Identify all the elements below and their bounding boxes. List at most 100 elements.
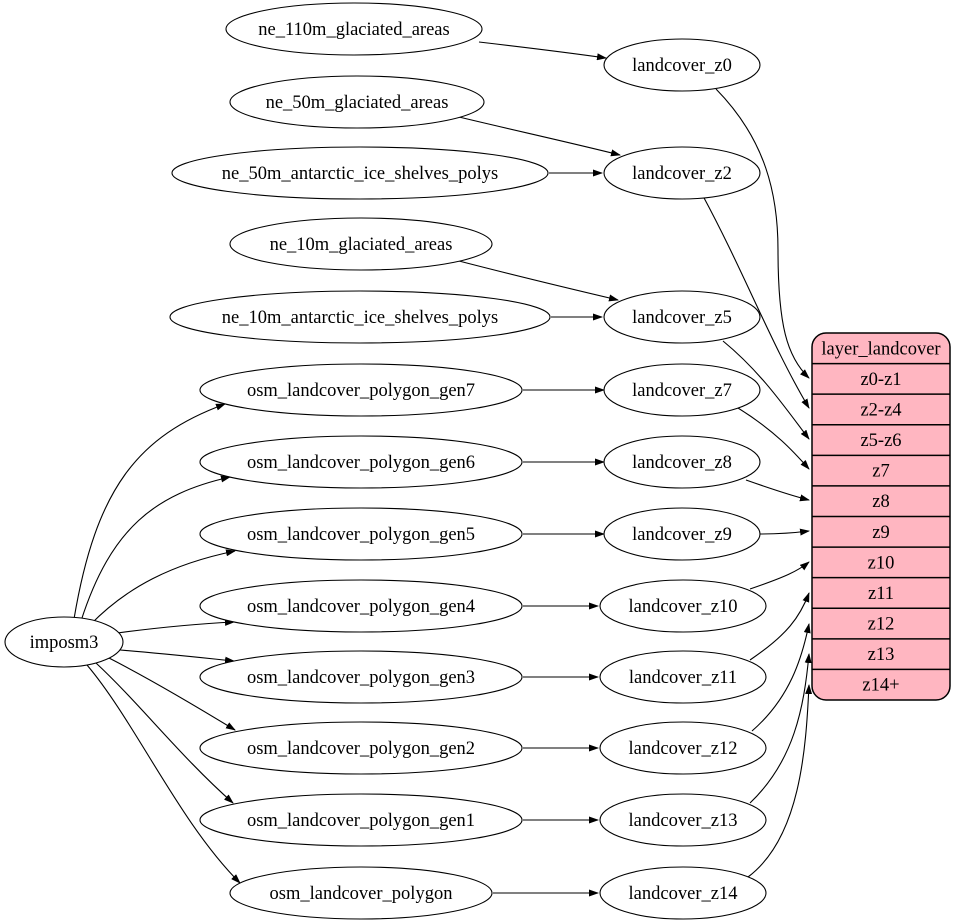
- node-label-osm_landcover_polygon_gen7: osm_landcover_polygon_gen7: [247, 381, 475, 401]
- edge-imposm3--osm_landcover_polygon_gen1: [95, 662, 234, 804]
- edges: [73, 41, 813, 897]
- node-shape-osm_landcover_polygon_gen5: [199, 507, 523, 561]
- node-shape-osm_landcover_polygon_gen3: [199, 650, 523, 704]
- edge-landcover_z12--z12: [751, 623, 811, 732]
- node-label-osm_landcover_polygon_gen4: osm_landcover_polygon_gen4: [247, 597, 475, 617]
- node-label-osm_landcover_polygon: osm_landcover_polygon: [270, 884, 453, 904]
- node-shape-ne_110m_glaciated_areas: [225, 2, 483, 56]
- edge-landcover_z0--z0-z1: [715, 88, 810, 379]
- node-landcover_z7: landcover_z7: [603, 363, 761, 417]
- node-label-ne_110m_glaciated_areas: ne_110m_glaciated_areas: [258, 20, 449, 40]
- node-shape-osm_landcover_polygon_gen1: [199, 793, 523, 847]
- node-label-osm_landcover_polygon_gen5: osm_landcover_polygon_gen5: [247, 525, 475, 545]
- edge-landcover_z8--z8: [745, 479, 810, 502]
- table-header: layer_landcover: [821, 339, 940, 359]
- node-osm_landcover_polygon_gen4: osm_landcover_polygon_gen4: [199, 579, 523, 633]
- node-ne_110m_glaciated_areas: ne_110m_glaciated_areas: [225, 2, 483, 56]
- edge-landcover_z2--z2-z4: [702, 195, 810, 409]
- table-layer_landcover: layer_landcoverz0-z1z2-z4z5-z6z7z8z9z10z…: [811, 332, 951, 701]
- table-row-z2-z4: z2-z4: [860, 400, 901, 420]
- node-shape-landcover_z7: [603, 363, 761, 417]
- edge-landcover_z5--z5-z6: [722, 340, 810, 440]
- node-osm_landcover_polygon_gen1: osm_landcover_polygon_gen1: [199, 793, 523, 847]
- table-row-z7: z7: [872, 462, 889, 482]
- node-label-landcover_z10: landcover_z10: [629, 597, 738, 617]
- node-shape-landcover_z9: [603, 507, 761, 561]
- node-label-landcover_z0: landcover_z0: [632, 56, 732, 76]
- edge-ne_10m_glaciated_areas--landcover_z5: [458, 260, 619, 302]
- edge-imposm3--osm_landcover_polygon_gen5: [89, 549, 236, 626]
- node-label-landcover_z9: landcover_z9: [632, 525, 732, 545]
- node-shape-landcover_z10: [599, 579, 767, 633]
- node-landcover_z5: landcover_z5: [603, 290, 761, 344]
- node-shape-landcover_z12: [599, 721, 767, 775]
- node-shape-ne_10m_glaciated_areas: [229, 217, 493, 271]
- table-row-z5-z6: z5-z6: [860, 431, 901, 451]
- node-label-landcover_z8: landcover_z8: [632, 453, 732, 473]
- node-osm_landcover_polygon_gen3: osm_landcover_polygon_gen3: [199, 650, 523, 704]
- edge-ne_110m_glaciated_areas--landcover_z0: [478, 41, 607, 61]
- node-shape-landcover_z5: [603, 290, 761, 344]
- nodes: imposm3 ne_110m_glaciated_areas ne_50m_gla…: [4, 2, 767, 920]
- node-shape-landcover_z2: [603, 146, 761, 200]
- edge-imposm3--osm_landcover_polygon_gen7: [73, 403, 226, 620]
- node-shape-landcover_z0: [603, 38, 761, 92]
- node-landcover_z12: landcover_z12: [599, 721, 767, 775]
- node-landcover_z11: landcover_z11: [599, 650, 767, 704]
- table-row-z12: z12: [868, 615, 895, 635]
- node-ne_10m_antarctic_ice_shelves_polys: ne_10m_antarctic_ice_shelves_polys: [169, 290, 551, 344]
- node-label-ne_50m_antarctic_ice_shelves_polys: ne_50m_antarctic_ice_shelves_polys: [222, 164, 498, 184]
- table-row-z13: z13: [868, 645, 895, 665]
- node-osm_landcover_polygon_gen2: osm_landcover_polygon_gen2: [199, 721, 523, 775]
- node-ne_50m_glaciated_areas: ne_50m_glaciated_areas: [229, 75, 485, 129]
- node-label-osm_landcover_polygon_gen2: osm_landcover_polygon_gen2: [247, 739, 475, 759]
- edge-ne_50m_glaciated_areas--landcover_z2: [458, 116, 621, 157]
- edge-imposm3--osm_landcover_polygon_gen2: [108, 657, 236, 731]
- edge-landcover_z13--z13: [749, 653, 812, 804]
- node-imposm3: imposm3: [4, 616, 124, 668]
- edge-landcover_z10--z10: [749, 561, 810, 590]
- node-ne_50m_antarctic_ice_shelves_polys: ne_50m_antarctic_ice_shelves_polys: [171, 146, 549, 200]
- edge-landcover_z7--z7: [737, 407, 810, 470]
- node-osm_landcover_polygon_gen7: osm_landcover_polygon_gen7: [199, 363, 523, 417]
- edge-landcover_z9--z9: [759, 528, 810, 536]
- table-row-z11: z11: [868, 584, 894, 604]
- node-shape-osm_landcover_polygon_gen2: [199, 721, 523, 775]
- node-landcover_z13: landcover_z13: [599, 793, 767, 847]
- node-landcover_z9: landcover_z9: [603, 507, 761, 561]
- table-row-z9: z9: [872, 523, 889, 543]
- node-label-ne_10m_antarctic_ice_shelves_polys: ne_10m_antarctic_ice_shelves_polys: [222, 308, 498, 328]
- node-shape-ne_50m_antarctic_ice_shelves_polys: [171, 146, 549, 200]
- node-shape-osm_landcover_polygon_gen6: [199, 435, 523, 489]
- edge-imposm3--osm_landcover_polygon: [86, 664, 241, 884]
- edge-landcover_z11--z11: [749, 592, 810, 661]
- node-label-osm_landcover_polygon_gen3: osm_landcover_polygon_gen3: [247, 668, 475, 688]
- node-label-ne_50m_glaciated_areas: ne_50m_glaciated_areas: [266, 93, 449, 113]
- edge-imposm3--osm_landcover_polygon_gen3: [119, 649, 235, 664]
- edge-imposm3--osm_landcover_polygon_gen4: [116, 618, 235, 634]
- node-shape-landcover_z14: [599, 866, 767, 920]
- node-shape-ne_50m_glaciated_areas: [229, 75, 485, 129]
- node-label-landcover_z5: landcover_z5: [632, 308, 732, 328]
- table-row-z10: z10: [868, 553, 895, 573]
- node-landcover_z14: landcover_z14: [599, 866, 767, 920]
- node-label-landcover_z12: landcover_z12: [629, 739, 738, 759]
- node-osm_landcover_polygon_gen6: osm_landcover_polygon_gen6: [199, 435, 523, 489]
- node-shape-landcover_z13: [599, 793, 767, 847]
- node-label-landcover_z7: landcover_z7: [632, 381, 732, 401]
- node-osm_landcover_polygon: osm_landcover_polygon: [229, 866, 493, 920]
- node-label-landcover_z14: landcover_z14: [629, 884, 738, 904]
- table-row-z14+: z14+: [862, 676, 899, 696]
- table-row-z0-z1: z0-z1: [860, 370, 901, 390]
- node-ne_10m_glaciated_areas: ne_10m_glaciated_areas: [229, 217, 493, 271]
- node-label-landcover_z13: landcover_z13: [629, 811, 738, 831]
- node-landcover_z10: landcover_z10: [599, 579, 767, 633]
- node-label-ne_10m_glaciated_areas: ne_10m_glaciated_areas: [270, 235, 453, 255]
- node-landcover_z8: landcover_z8: [603, 435, 761, 489]
- node-shape-landcover_z11: [599, 650, 767, 704]
- node-shape-osm_landcover_polygon: [229, 866, 493, 920]
- node-label-landcover_z2: landcover_z2: [632, 164, 732, 184]
- node-landcover_z0: landcover_z0: [603, 38, 761, 92]
